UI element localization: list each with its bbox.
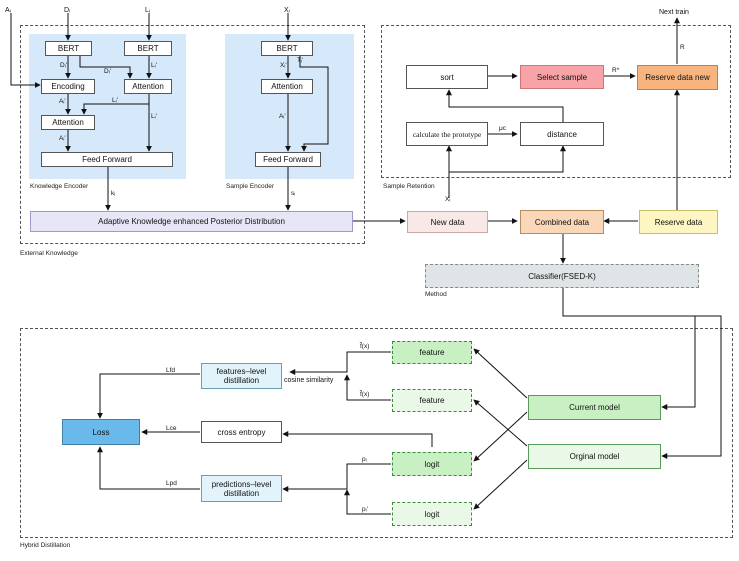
calculate-prototype-block: calculate the prototype [406,122,488,146]
adaptive-posterior-block: Adaptive Knowledge enhanced Posterior Di… [30,211,353,232]
method-caption: Method [425,291,447,298]
bert-sample-block: BERT [261,41,313,56]
attention-left-block: Attention [41,115,95,130]
classifier-block: Classifier(FSED-K) [425,264,699,288]
select-sample-block: Select sample [520,65,604,89]
feature-new-block: feature [392,341,472,364]
loss-block: Loss [62,419,140,445]
label-a-prime-2: Aᵢ' [59,135,66,142]
sample-retention-caption: Sample Retention [383,183,435,190]
logit-new-block: logit [392,452,472,476]
label-r-star: R* [612,67,620,74]
logit-old-block: logit [392,502,472,526]
feature-old-block: feature [392,389,472,412]
reserve-data-block: Reserve data [639,210,718,234]
label-mu-c: μc [499,125,506,132]
sample-encoder-caption: Sample Encoder [226,183,275,190]
next-train-label: Next train [659,9,689,16]
f-old-label: f̃(x) [360,391,370,398]
label-a-prime-sample: Aᵢ' [279,113,286,120]
p-new-label: pᵢ [362,456,367,463]
new-data-block: New data [407,211,488,233]
encoding-block: Encoding [41,79,95,94]
input-a-label: Aᵢ [5,7,11,14]
original-model-block: Orginal model [528,444,661,469]
loss-ce-label: Lce [166,425,177,432]
reserve-data-new-block: Reserve data new [637,65,718,90]
cross-entropy-block: cross entropy [201,421,282,443]
current-model-block: Current model [528,395,661,420]
external-knowledge-group [20,25,365,244]
label-d-prime-2: Dᵢ' [104,68,111,75]
loss-fd-label: Lfd [166,367,176,374]
label-a-prime-1: Aᵢ' [59,98,66,105]
input-l-label: Lᵢ [145,7,150,14]
label-t-prime: Tᵢ' [297,57,304,64]
bert-left-block: BERT [45,41,92,56]
hybrid-distillation-caption: Hybrid Distillation [20,542,71,549]
input-d-label: Dᵢ [64,7,71,14]
loss-pd-label: Lpd [166,480,177,487]
label-l-prime-2: Lᵢ' [112,97,118,104]
external-knowledge-caption: External Knowledge [20,250,78,257]
attention-right-block: Attention [124,79,172,94]
label-s: sᵢ [291,190,296,197]
p-old-label: pᵢ' [362,506,368,513]
label-l-prime-3: Lᵢ' [151,113,157,120]
f-new-label: f̃(x) [360,343,370,350]
features-distillation-block: features–level distillation [201,363,282,389]
bert-right-block: BERT [124,41,172,56]
combined-data-block: Combined data [520,210,604,234]
label-k: kᵢ [111,190,116,197]
label-x-prime: Xᵢ' [280,62,287,69]
sort-block: sort [406,65,488,89]
sample-retention-group [381,25,731,178]
hybrid-distillation-group [20,328,733,538]
label-l-prime-1: Lᵢ' [151,62,157,69]
input-x-label: Xᵢ [284,7,290,14]
label-d-prime-1: Dᵢ' [60,62,67,69]
feed-forward-knowledge-block: Feed Forward [41,152,173,167]
cosine-similarity-label: cosine similarity [284,377,334,384]
feed-forward-sample-block: Feed Forward [255,152,321,167]
knowledge-encoder-caption: Knowledge Encoder [30,183,89,190]
label-x-retention: Xᵢ [445,196,451,203]
label-r: R [680,44,685,51]
predictions-distillation-block: predictions–level distillation [201,475,282,502]
attention-sample-block: Attention [261,79,313,94]
distance-block: distance [520,122,604,146]
